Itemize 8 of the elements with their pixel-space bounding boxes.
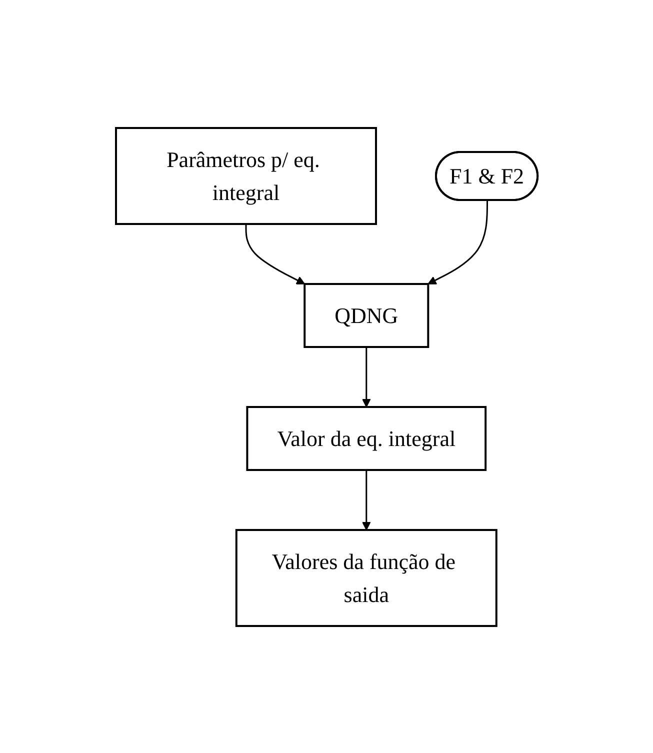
node-box: Parâmetros p/ eq. integral [114,126,377,224]
node-box: QDNG [303,282,429,348]
arrow [427,200,488,284]
arrow [362,346,370,407]
arrow [244,224,305,284]
arrow [362,470,370,530]
node-box: Valores da função de saida [235,528,498,626]
node-box: Valor da eq. integral [246,406,486,470]
